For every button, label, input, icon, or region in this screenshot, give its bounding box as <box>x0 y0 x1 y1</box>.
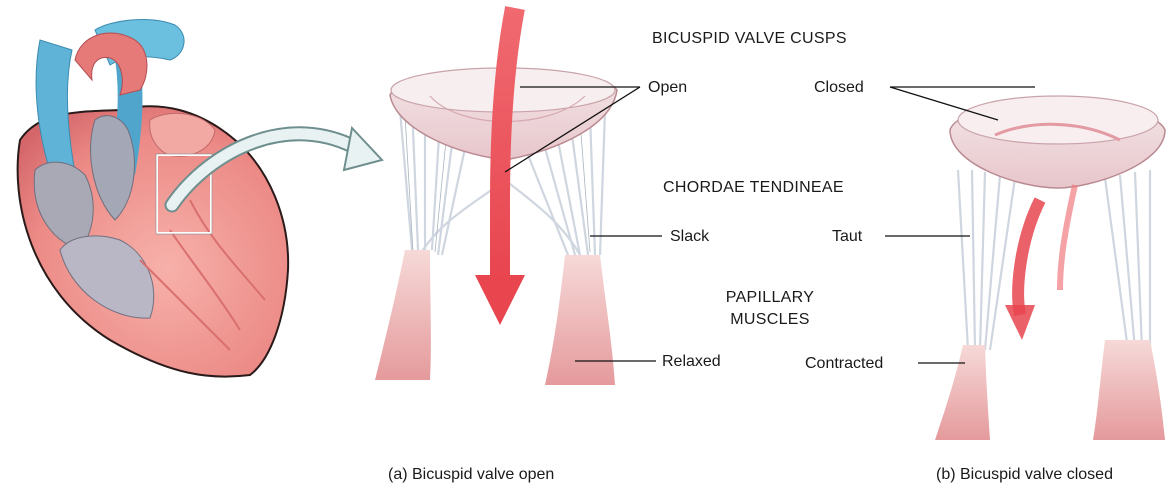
header-chordae: CHORDAE TENDINEAE <box>663 177 903 199</box>
heart-illustration <box>18 20 289 377</box>
header-papillary-line1: PAPILLARY <box>700 287 840 309</box>
label-relaxed: Relaxed <box>662 353 721 371</box>
leader-closed-2 <box>890 87 998 120</box>
header-papillary-line2: MUSCLES <box>700 309 840 331</box>
valve-closed-illustration <box>935 96 1165 440</box>
label-taut: Taut <box>832 228 862 246</box>
valve-open-illustration <box>375 8 617 385</box>
caption-valve-open: (a) Bicuspid valve open <box>388 466 554 484</box>
label-contracted: Contracted <box>805 355 883 373</box>
caption-valve-closed: (b) Bicuspid valve closed <box>936 466 1113 484</box>
label-open: Open <box>648 79 687 97</box>
label-closed: Closed <box>814 79 864 97</box>
header-cusps: BICUSPID VALVE CUSPS <box>652 28 902 50</box>
label-slack: Slack <box>670 228 709 246</box>
